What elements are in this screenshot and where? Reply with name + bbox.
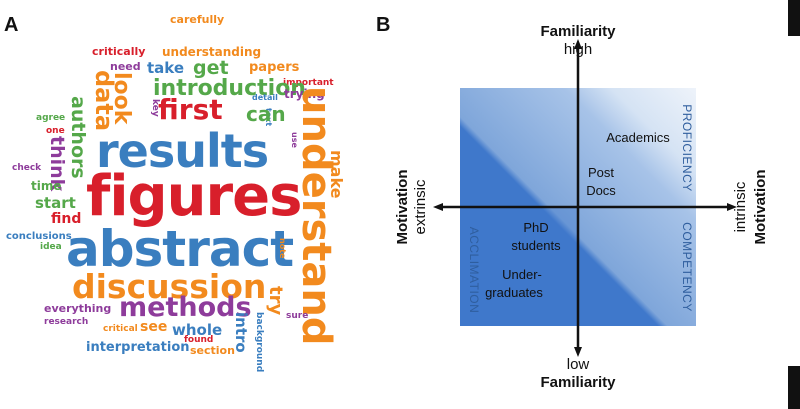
cloud-word-understand: understand: [293, 86, 339, 346]
stage-proficiency: PROFICIENCY: [680, 104, 694, 192]
stage-competency: COMPETENCY: [680, 222, 694, 312]
cloud-word-important: important: [283, 78, 334, 88]
cloud-word-introduction: introduction: [153, 76, 306, 101]
cloud-word-start: start: [35, 194, 76, 212]
panel-b-label: B: [376, 14, 391, 36]
label-undergrad-line2: graduates: [485, 285, 543, 300]
cloud-word-conclusions: conclusions: [6, 231, 72, 242]
cloud-word-papers: papers: [249, 60, 300, 75]
left-axis-end-label: extrinsic: [412, 179, 429, 235]
extrinsic-low-shade: [460, 207, 578, 326]
cloud-word-see: see: [140, 319, 168, 335]
top-axis-title: Familiarity: [540, 23, 616, 40]
motivation-familiarity-diagram: Familiarity high low Familiarity Motivat…: [394, 23, 769, 391]
edge-bar-top: [788, 0, 800, 36]
cloud-word-take: take: [147, 59, 185, 77]
label-post-docs-line2: Docs: [586, 183, 616, 198]
edge-bar-bottom: [788, 366, 800, 409]
stage-acclimation: ACCLIMATION: [467, 227, 481, 314]
cloud-word-one: one: [46, 126, 65, 136]
label-phd-line1: PhD: [523, 220, 548, 235]
cloud-word-discussion: discussion: [72, 267, 267, 306]
cloud-word-figures: figures: [86, 164, 302, 229]
cloud-word-check: check: [12, 163, 42, 173]
cloud-word-abstract: abstract: [66, 220, 294, 278]
cloud-word-can: can: [246, 102, 286, 126]
label-undergrad-line1: Under-: [502, 267, 542, 282]
cloud-word-interpretation: interpretation: [86, 340, 190, 355]
cloud-word-section: section: [190, 344, 235, 357]
label-academics: Academics: [606, 130, 670, 145]
cloud-word-research: research: [44, 317, 89, 327]
cloud-word-background: background: [254, 312, 264, 373]
label-phd-line2: students: [511, 238, 561, 253]
right-axis-end-label: intrinsic: [732, 181, 749, 232]
cloud-word-agree: agree: [36, 113, 66, 123]
cloud-word-everything: everything: [44, 302, 112, 315]
cloud-word-try: try: [265, 286, 286, 316]
bottom-axis-end-label: low: [567, 356, 590, 373]
bottom-axis-title: Familiarity: [540, 374, 616, 391]
cloud-word-data: data: [90, 70, 118, 132]
cloud-word-critically: critically: [92, 45, 146, 58]
panel-a-label: A: [4, 14, 19, 36]
label-post-docs-line1: Post: [588, 165, 614, 180]
cloud-word-understanding: understanding: [162, 45, 262, 59]
cloud-word-trying: trying: [284, 87, 325, 101]
cloud-word-whole: whole: [172, 321, 223, 339]
cloud-word-results: results: [96, 124, 269, 178]
cloud-word-need: need: [110, 60, 141, 73]
cloud-word-critical: critical: [103, 324, 138, 334]
cloud-word-intro: intro: [232, 312, 250, 353]
cloud-word-idea: idea: [40, 242, 62, 252]
cloud-word-make: make: [327, 150, 346, 199]
word-cloud: carefully critically understanding need take…: [0, 0, 360, 409]
top-axis-end-label: high: [564, 41, 592, 58]
cloud-word-found: found: [184, 335, 214, 345]
cloud-word-note: note: [278, 238, 287, 259]
cloud-word-first: first: [158, 93, 223, 126]
cloud-word-find: find: [51, 211, 82, 227]
left-axis-title: Motivation: [394, 170, 411, 245]
cloud-word-time: time: [31, 179, 62, 193]
cloud-word-sure: sure: [286, 311, 309, 321]
cloud-word-carefully: carefully: [170, 13, 225, 26]
cloud-word-authors: authors: [67, 96, 89, 179]
cloud-word-detail: detail: [252, 93, 278, 102]
right-axis-title: Motivation: [752, 170, 769, 245]
cloud-word-get: get: [193, 57, 229, 79]
cloud-word-methods: methods: [119, 292, 252, 323]
